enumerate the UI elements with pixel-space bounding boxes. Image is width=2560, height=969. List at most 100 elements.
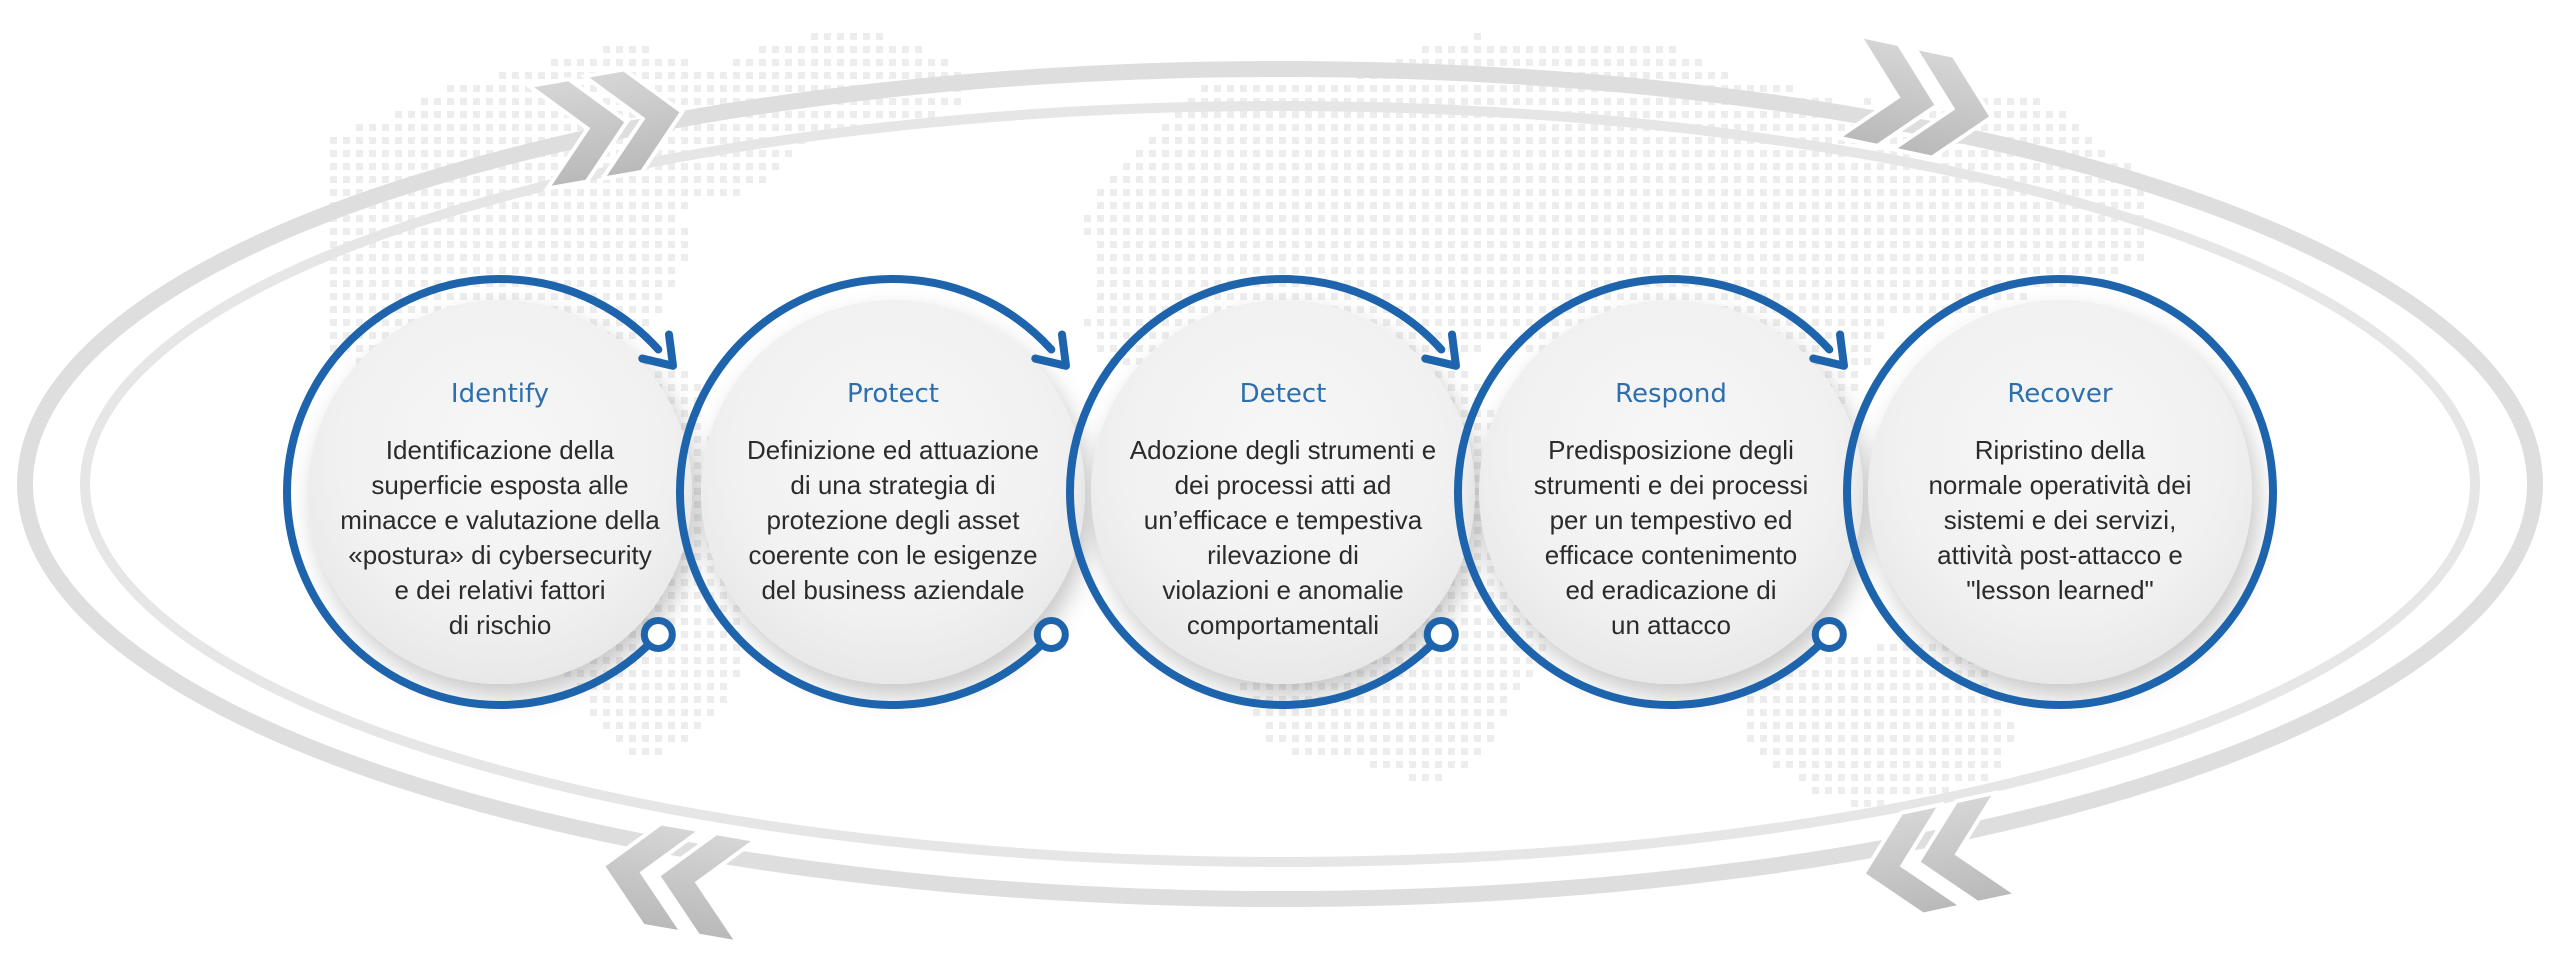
map-dot — [1318, 267, 1325, 274]
map-dot — [434, 98, 441, 105]
map-dot — [681, 592, 688, 599]
map-dot — [1292, 228, 1299, 235]
map-dot — [1682, 59, 1689, 66]
map-dot — [1513, 293, 1520, 300]
map-dot — [616, 137, 623, 144]
map-dot — [1877, 683, 1884, 690]
map-dot — [1266, 202, 1273, 209]
map-dot — [2098, 189, 2105, 196]
map-dot — [356, 228, 363, 235]
map-dot — [447, 85, 454, 92]
map-dot — [356, 124, 363, 131]
step-description-line: un attacco — [1611, 610, 1731, 640]
map-dot — [1461, 280, 1468, 287]
map-dot — [1890, 176, 1897, 183]
map-dot — [1539, 59, 1546, 66]
map-dot — [1890, 189, 1897, 196]
map-dot — [1552, 280, 1559, 287]
map-dot — [486, 176, 493, 183]
step-description-line: Adozione degli strumenti e — [1130, 435, 1436, 465]
map-dot — [1370, 254, 1377, 261]
map-dot — [473, 293, 480, 300]
map-dot — [1292, 293, 1299, 300]
map-dot — [2033, 137, 2040, 144]
map-dot — [538, 254, 545, 261]
map-dot — [1370, 137, 1377, 144]
map-dot — [2059, 215, 2066, 222]
map-dot — [603, 657, 610, 664]
map-dot — [2007, 735, 2014, 742]
map-dot — [551, 59, 558, 66]
map-dot — [382, 176, 389, 183]
map-dot — [538, 72, 545, 79]
map-dot — [1994, 150, 2001, 157]
map-dot — [512, 85, 519, 92]
map-dot — [1955, 670, 1962, 677]
map-dot — [1812, 722, 1819, 729]
map-dot — [1409, 176, 1416, 183]
map-dot — [551, 163, 558, 170]
map-dot — [681, 228, 688, 235]
map-dot — [1526, 137, 1533, 144]
map-dot — [538, 124, 545, 131]
map-dot — [1994, 280, 2001, 287]
map-dot — [1890, 761, 1897, 768]
map-dot — [1370, 150, 1377, 157]
map-dot — [1838, 202, 1845, 209]
map-dot — [512, 202, 519, 209]
map-dot — [1994, 163, 2001, 170]
map-dot — [1929, 215, 1936, 222]
map-dot — [486, 228, 493, 235]
map-dot — [668, 267, 675, 274]
map-dot — [395, 202, 402, 209]
map-dot — [1474, 514, 1481, 521]
map-dot — [681, 696, 688, 703]
map-dot — [1344, 202, 1351, 209]
map-dot — [1318, 111, 1325, 118]
map-dot — [629, 228, 636, 235]
map-dot — [1461, 735, 1468, 742]
map-dot — [1396, 696, 1403, 703]
map-dot — [1487, 423, 1494, 430]
map-dot — [1916, 280, 1923, 287]
map-dot — [668, 371, 675, 378]
map-dot — [1474, 137, 1481, 144]
map-dot — [1994, 228, 2001, 235]
map-dot — [1461, 722, 1468, 729]
map-dot — [408, 111, 415, 118]
map-dot — [1357, 150, 1364, 157]
map-dot — [1760, 215, 1767, 222]
arc-start-ring-icon — [640, 617, 676, 652]
map-dot — [1539, 267, 1546, 274]
map-dot — [1188, 267, 1195, 274]
map-dot — [1448, 735, 1455, 742]
map-dot — [1500, 46, 1507, 53]
map-dot — [1396, 241, 1403, 248]
map-dot — [1942, 254, 1949, 261]
map-dot — [1890, 774, 1897, 781]
map-dot — [1279, 124, 1286, 131]
map-dot — [1877, 787, 1884, 794]
map-dot — [1773, 228, 1780, 235]
map-dot — [1604, 280, 1611, 287]
map-dot — [1799, 709, 1806, 716]
map-dot — [1188, 241, 1195, 248]
map-dot — [876, 111, 883, 118]
map-dot — [1721, 293, 1728, 300]
map-dot — [1175, 293, 1182, 300]
map-dot — [1149, 176, 1156, 183]
map-dot — [1565, 189, 1572, 196]
map-dot — [1942, 241, 1949, 248]
map-dot — [668, 280, 675, 287]
map-dot — [1786, 722, 1793, 729]
map-dot — [1539, 254, 1546, 261]
map-dot — [733, 124, 740, 131]
map-dot — [798, 111, 805, 118]
map-dot — [330, 332, 337, 339]
map-dot — [1201, 189, 1208, 196]
map-dot — [1825, 124, 1832, 131]
step-outline-arrow — [676, 275, 1071, 709]
map-dot — [1162, 163, 1169, 170]
